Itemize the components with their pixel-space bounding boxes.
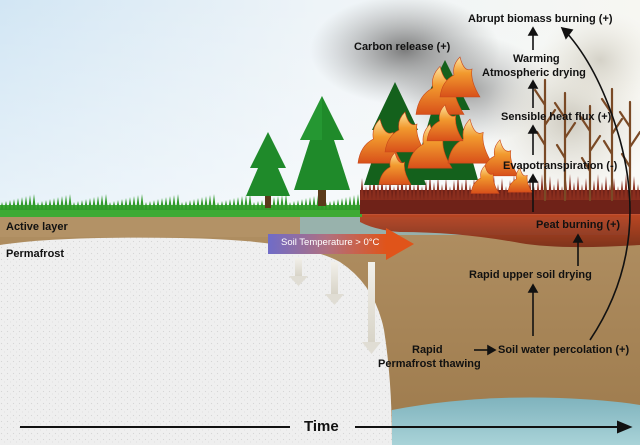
sensible-heat-label: Sensible heat flux (+)	[501, 111, 612, 123]
peat-burning-label: Peat burning (+)	[536, 219, 621, 231]
warming-label: Warming	[513, 53, 560, 65]
dead-tree-icon	[533, 78, 640, 202]
atmospheric-drying-label: Atmospheric drying	[482, 67, 586, 79]
evapotranspiration-label: Evapotranspiration (-)	[503, 160, 618, 172]
burnt-grass-strip	[360, 174, 640, 214]
conifer-tree-icon	[246, 132, 290, 208]
rapid-label: Rapid	[412, 344, 443, 356]
soil-temperature-label: Soil Temperature > 0°C	[281, 237, 380, 248]
soil-water-label: Soil water percolation (+)	[498, 344, 630, 356]
peat-burning-zone	[360, 212, 640, 248]
permafrost-body	[0, 237, 392, 445]
abrupt-biomass-label: Abrupt biomass burning (+)	[468, 13, 613, 25]
flow-arrows	[474, 26, 631, 356]
permafrost-thawing-label: Permafrost thawing	[378, 358, 481, 370]
conifer-tree-icon	[294, 96, 350, 206]
thaw-water-pool	[392, 397, 640, 445]
soil-temperature-arrow	[268, 228, 414, 260]
active-layer-band	[0, 215, 360, 237]
grass-strip	[0, 194, 364, 217]
flame-icon	[357, 56, 533, 194]
carbon-release-label: Carbon release (+)	[354, 41, 451, 53]
heat-down-arrows	[289, 258, 381, 354]
permafrost-label: Permafrost	[6, 248, 65, 260]
active-layer-label: Active layer	[6, 221, 68, 233]
time-axis	[20, 420, 633, 434]
rapid-upper-soil-label: Rapid upper soil drying	[469, 269, 592, 281]
time-label: Time	[304, 418, 339, 435]
